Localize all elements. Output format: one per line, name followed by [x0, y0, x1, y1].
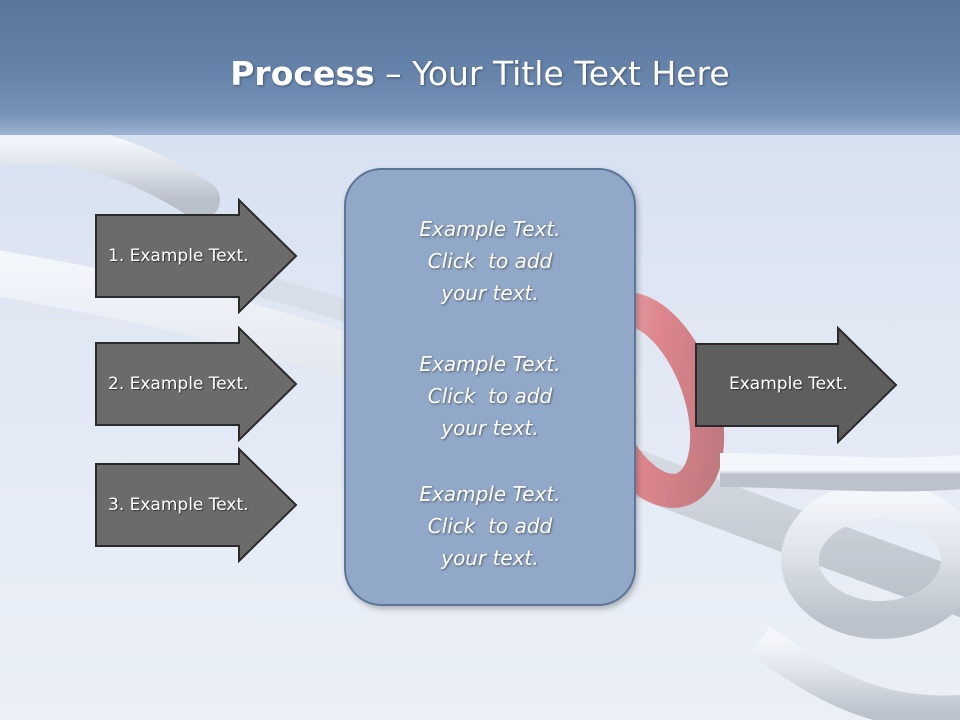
center-text-1-line-1: Example Text. — [419, 217, 561, 241]
center-text-1-line-2: Click to add — [427, 249, 553, 273]
input-arrow-2 — [95, 326, 298, 442]
input-arrow-3-label: 3. Example Text. — [108, 495, 249, 515]
center-text-2-line-1: Example Text. — [419, 352, 561, 376]
title-band — [0, 0, 960, 135]
center-text-2-line-2: Click to add — [427, 384, 553, 408]
output-arrow — [695, 326, 898, 444]
center-text-3-line-1: Example Text. — [419, 482, 561, 506]
center-process-box — [344, 168, 636, 606]
input-arrow-2-label: 2. Example Text. — [108, 374, 249, 394]
center-text-3-line-2: Click to add — [427, 514, 553, 538]
slide-title: Process – Your Title Text Here — [0, 52, 960, 96]
output-arrow-label: Example Text. — [729, 374, 848, 394]
input-arrow-1 — [95, 198, 298, 314]
center-text-3-line-3: your text. — [441, 546, 539, 570]
center-text-2-line-3: your text. — [441, 416, 539, 440]
center-text-block-3: Example Text. Click to add your text. — [344, 478, 636, 574]
center-text-1-line-3: your text. — [441, 281, 539, 305]
title-bold-part: Process — [230, 54, 375, 93]
title-rest-part: – Your Title Text Here — [374, 54, 730, 93]
input-arrow-1-label: 1. Example Text. — [108, 246, 249, 266]
center-text-block-2: Example Text. Click to add your text. — [344, 348, 636, 444]
center-text-block-1: Example Text. Click to add your text. — [344, 213, 636, 309]
input-arrow-3 — [95, 447, 298, 563]
